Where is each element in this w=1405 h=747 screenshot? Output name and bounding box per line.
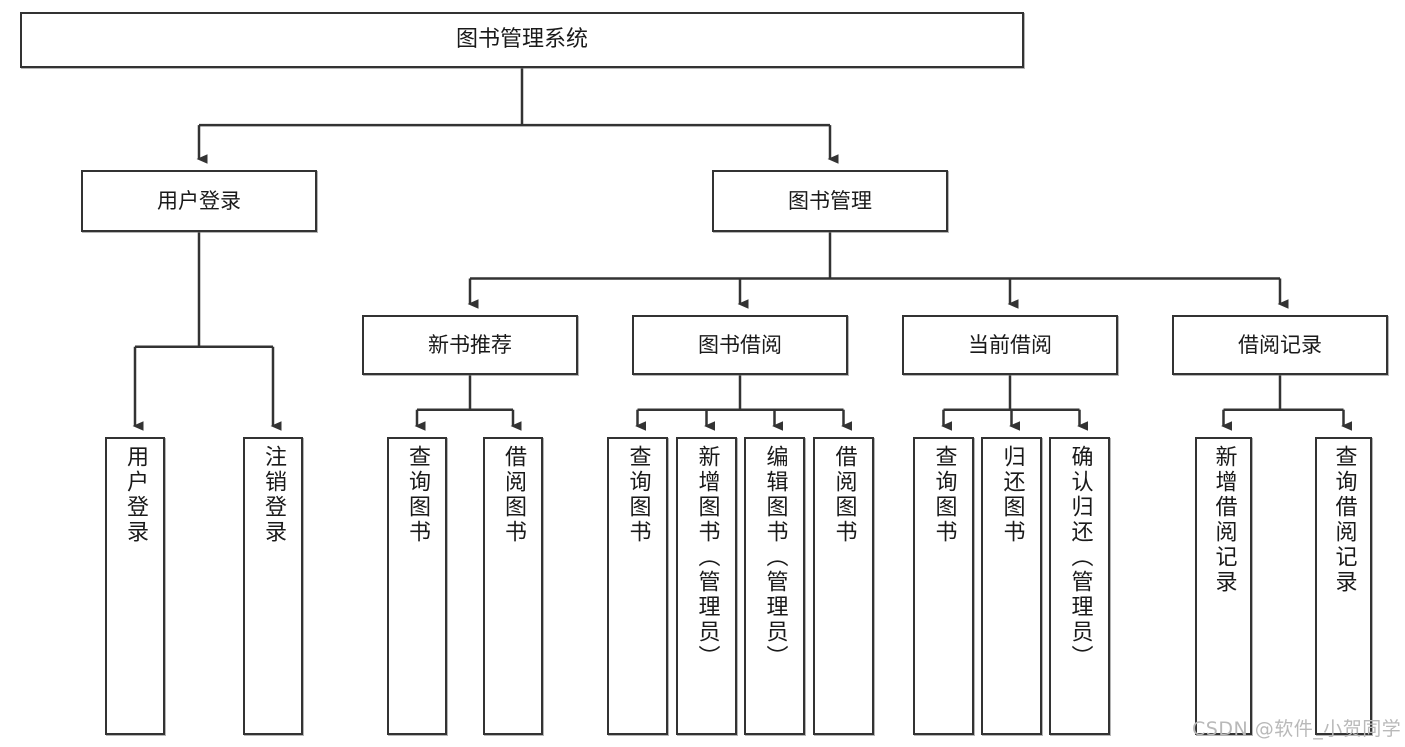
node-user_login[interactable]: 用户登录 <box>81 170 317 232</box>
node-leaf_confirm[interactable]: 确认归还（管理员） <box>1049 437 1110 735</box>
node-label: 编辑图书（管理员） <box>762 445 788 670</box>
node-label: 查询图书 <box>625 445 651 545</box>
node-current[interactable]: 当前借阅 <box>902 315 1118 375</box>
node-leaf_return[interactable]: 归还图书 <box>981 437 1042 735</box>
node-root[interactable]: 图书管理系统 <box>20 12 1024 68</box>
node-label: 新增借阅记录 <box>1211 445 1237 595</box>
node-records[interactable]: 借阅记录 <box>1172 315 1388 375</box>
node-label: 查询图书 <box>931 445 957 545</box>
node-leaf_addrec[interactable]: 新增借阅记录 <box>1195 437 1252 735</box>
csdn-watermark: CSDN @软件_小贺同学 <box>1192 718 1402 740</box>
node-leaf_login[interactable]: 用户登录 <box>105 437 165 735</box>
node-label: 用户登录 <box>157 188 241 213</box>
node-label: 确认归还（管理员） <box>1067 445 1093 670</box>
node-label: 注销登录 <box>261 445 286 545</box>
node-label: 当前借阅 <box>968 332 1052 357</box>
node-leaf_qrec[interactable]: 查询借阅记录 <box>1315 437 1372 735</box>
node-leaf_edit[interactable]: 编辑图书（管理员） <box>744 437 805 735</box>
node-label: 图书管理系统 <box>455 27 588 53</box>
node-label: 借阅记录 <box>1238 332 1322 357</box>
node-book_mgmt[interactable]: 图书管理 <box>712 170 948 232</box>
node-leaf_b2[interactable]: 借阅图书 <box>813 437 874 735</box>
node-leaf_q3[interactable]: 查询图书 <box>913 437 974 735</box>
node-label: 借阅图书 <box>501 445 526 545</box>
node-label: 查询图书 <box>405 445 430 545</box>
node-leaf_q2[interactable]: 查询图书 <box>607 437 668 735</box>
node-label: 归还图书 <box>999 445 1025 545</box>
node-leaf_b1[interactable]: 借阅图书 <box>483 437 543 735</box>
node-label: 新书推荐 <box>428 332 512 357</box>
node-label: 图书借阅 <box>698 332 782 357</box>
node-label: 借阅图书 <box>831 445 857 545</box>
node-label: 新增图书（管理员） <box>694 445 720 670</box>
node-new_rec[interactable]: 新书推荐 <box>362 315 578 375</box>
node-leaf_add[interactable]: 新增图书（管理员） <box>676 437 737 735</box>
node-borrow[interactable]: 图书借阅 <box>632 315 848 375</box>
node-label: 用户登录 <box>123 445 148 545</box>
node-label: 查询借阅记录 <box>1331 445 1357 595</box>
node-leaf_q1[interactable]: 查询图书 <box>387 437 447 735</box>
node-leaf_logout[interactable]: 注销登录 <box>243 437 303 735</box>
node-label: 图书管理 <box>788 188 872 213</box>
